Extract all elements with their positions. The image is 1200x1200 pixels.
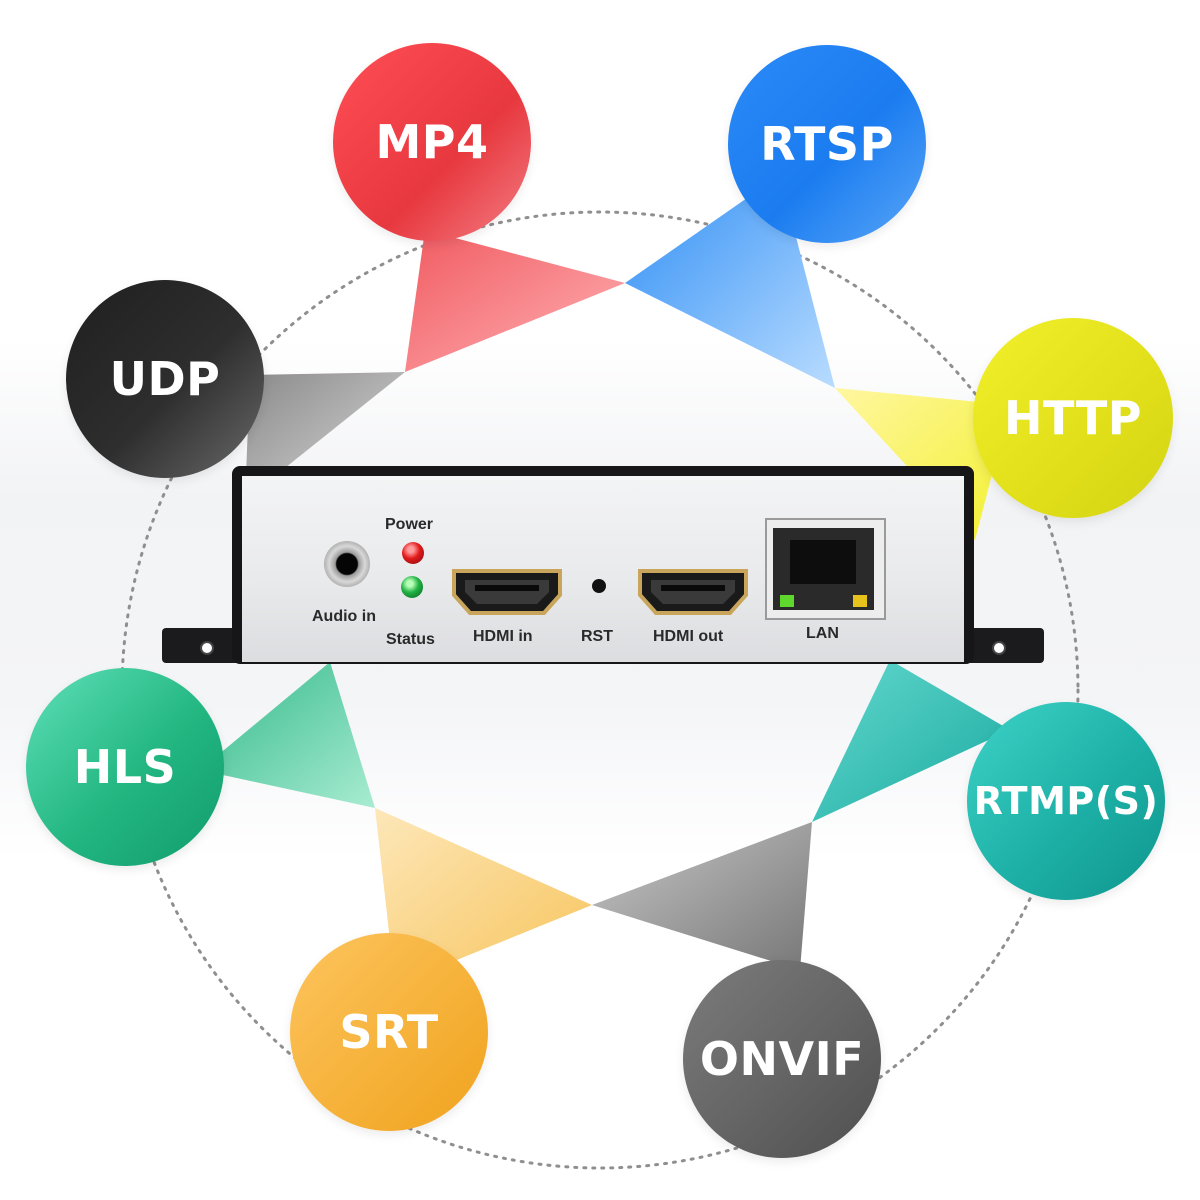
rtsp-bubble: RTSP: [728, 45, 926, 243]
rtmps-label: RTMP(S): [973, 779, 1159, 823]
rst-label: RST: [581, 628, 613, 645]
http-bubble: HTTP: [973, 318, 1173, 518]
hdmi-in-label: HDMI in: [473, 628, 533, 645]
lan-activity-led: [853, 595, 867, 607]
srt-label: SRT: [339, 1005, 439, 1059]
srt-bubble: SRT: [290, 933, 488, 1131]
hls-connector: [200, 662, 375, 808]
audio-in-label: Audio in: [312, 608, 376, 625]
hdmi-out-port: [638, 569, 748, 615]
http-label: HTTP: [1003, 391, 1143, 445]
rtmps-bubble: RTMP(S): [967, 702, 1165, 900]
left-mount-hole: [200, 641, 214, 655]
hls-bubble: HLS: [26, 668, 224, 866]
power-led: [402, 542, 424, 564]
lan-link-led: [780, 595, 794, 607]
hdmi-out-label: HDMI out: [653, 628, 724, 645]
udp-bubble: UDP: [66, 280, 264, 478]
power-label: Power: [385, 516, 434, 533]
mp4-bubble: MP4: [333, 43, 531, 241]
lan-label: LAN: [806, 625, 839, 642]
mp4-connector: [405, 230, 625, 372]
reset-button: [592, 579, 606, 593]
status-label: Status: [386, 631, 435, 648]
rtsp-label: RTSP: [760, 117, 894, 171]
lan-port-cavity: [790, 540, 856, 584]
udp-label: UDP: [109, 352, 221, 406]
mp4-label: MP4: [375, 115, 489, 169]
onvif-bubble: ONVIF: [683, 960, 881, 1158]
hdmi-in-port: [452, 569, 562, 615]
dotted-orbit: [120, 210, 1080, 1170]
status-led: [401, 576, 423, 598]
onvif-connector: [592, 822, 812, 970]
audio-in-jack: [324, 541, 370, 587]
right-mount-hole: [992, 641, 1006, 655]
onvif-label: ONVIF: [699, 1032, 865, 1086]
hls-label: HLS: [73, 740, 177, 794]
rtmps-connector: [812, 660, 1010, 822]
